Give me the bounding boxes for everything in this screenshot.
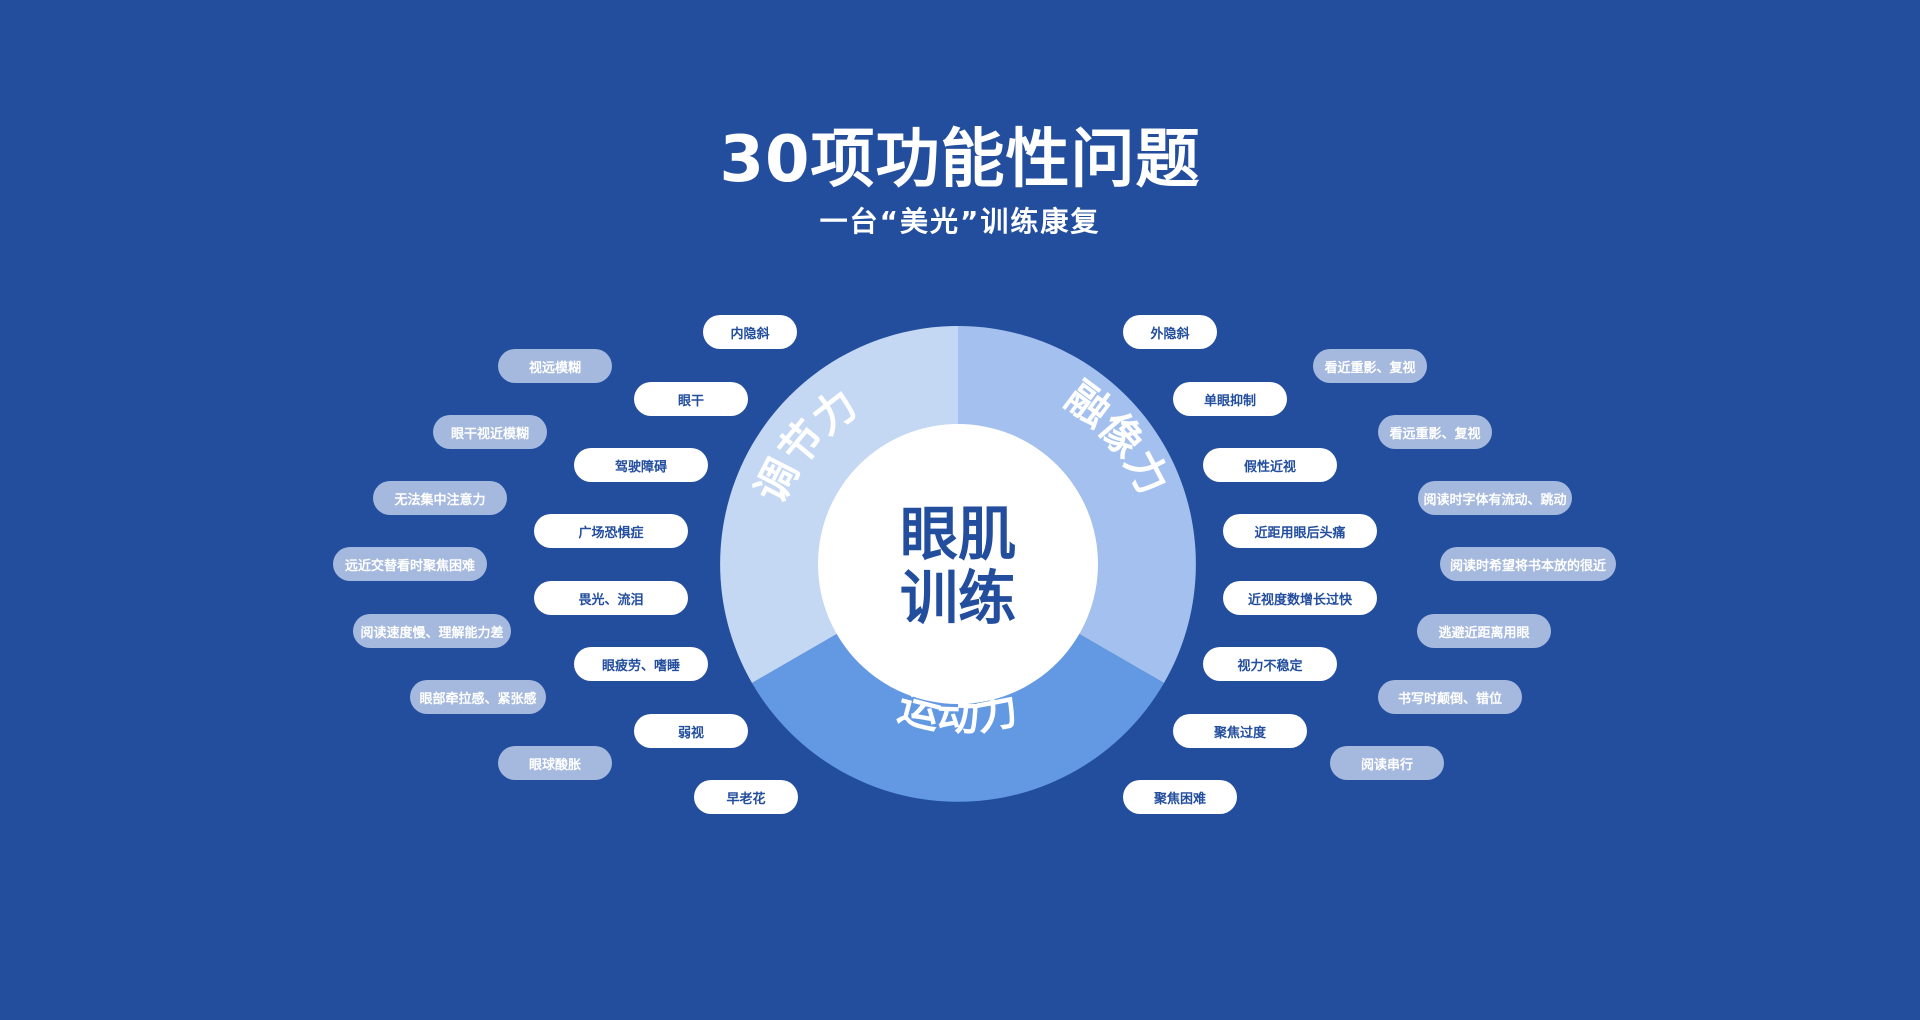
left-inner-item: 畏光、流泪 [534, 581, 688, 615]
right-outer-item: 逃避近距离用眼 [1417, 614, 1551, 648]
page-title: 30项功能性问题 [719, 123, 1201, 197]
left-inner-item: 驾驶障碍 [574, 448, 708, 482]
center-circle [818, 424, 1098, 704]
left-inner-item: 广场恐惧症 [534, 514, 688, 548]
right-outer-item: 看近重影、复视 [1313, 349, 1427, 383]
left-inner-item: 弱视 [634, 714, 748, 748]
right-outer-item: 阅读时希望将书本放的很近 [1440, 547, 1616, 581]
left-outer-item: 阅读速度慢、理解能力差 [353, 614, 511, 648]
left-inner-item: 内隐斜 [703, 315, 797, 349]
right-inner-item: 近距用眼后头痛 [1223, 514, 1377, 548]
left-inner-item: 眼疲劳、嗜睡 [574, 647, 708, 681]
right-inner-item: 外隐斜 [1123, 315, 1217, 349]
left-outer-item: 视远模糊 [498, 349, 612, 383]
right-outer-item: 阅读时字体有流动、跳动 [1418, 481, 1572, 515]
center-title-line2: 训练 [900, 564, 1016, 632]
right-inner-item: 近视度数增长过快 [1223, 581, 1377, 615]
left-inner-item: 早老花 [694, 780, 798, 814]
left-outer-item: 远近交替看时聚焦困难 [333, 547, 487, 581]
right-inner-item: 聚焦困难 [1123, 780, 1237, 814]
left-outer-item: 眼球酸胀 [498, 746, 612, 780]
right-inner-item: 聚焦过度 [1173, 714, 1307, 748]
left-outer-item: 眼部牵拉感、紧张感 [410, 680, 546, 714]
right-outer-item: 书写时颠倒、错位 [1378, 680, 1522, 714]
right-outer-item: 阅读串行 [1330, 746, 1444, 780]
right-outer-item: 看远重影、复视 [1378, 415, 1492, 449]
left-inner-item: 眼干 [634, 382, 748, 416]
page-subtitle: 一台“美光”训练康复 [819, 205, 1101, 238]
left-outer-item: 无法集中注意力 [373, 481, 507, 515]
left-outer-item: 眼干视近模糊 [433, 415, 547, 449]
right-inner-item: 假性近视 [1203, 448, 1337, 482]
center-title-line1: 眼肌 [900, 500, 1016, 568]
right-inner-item: 视力不稳定 [1203, 647, 1337, 681]
right-inner-item: 单眼抑制 [1173, 382, 1287, 416]
